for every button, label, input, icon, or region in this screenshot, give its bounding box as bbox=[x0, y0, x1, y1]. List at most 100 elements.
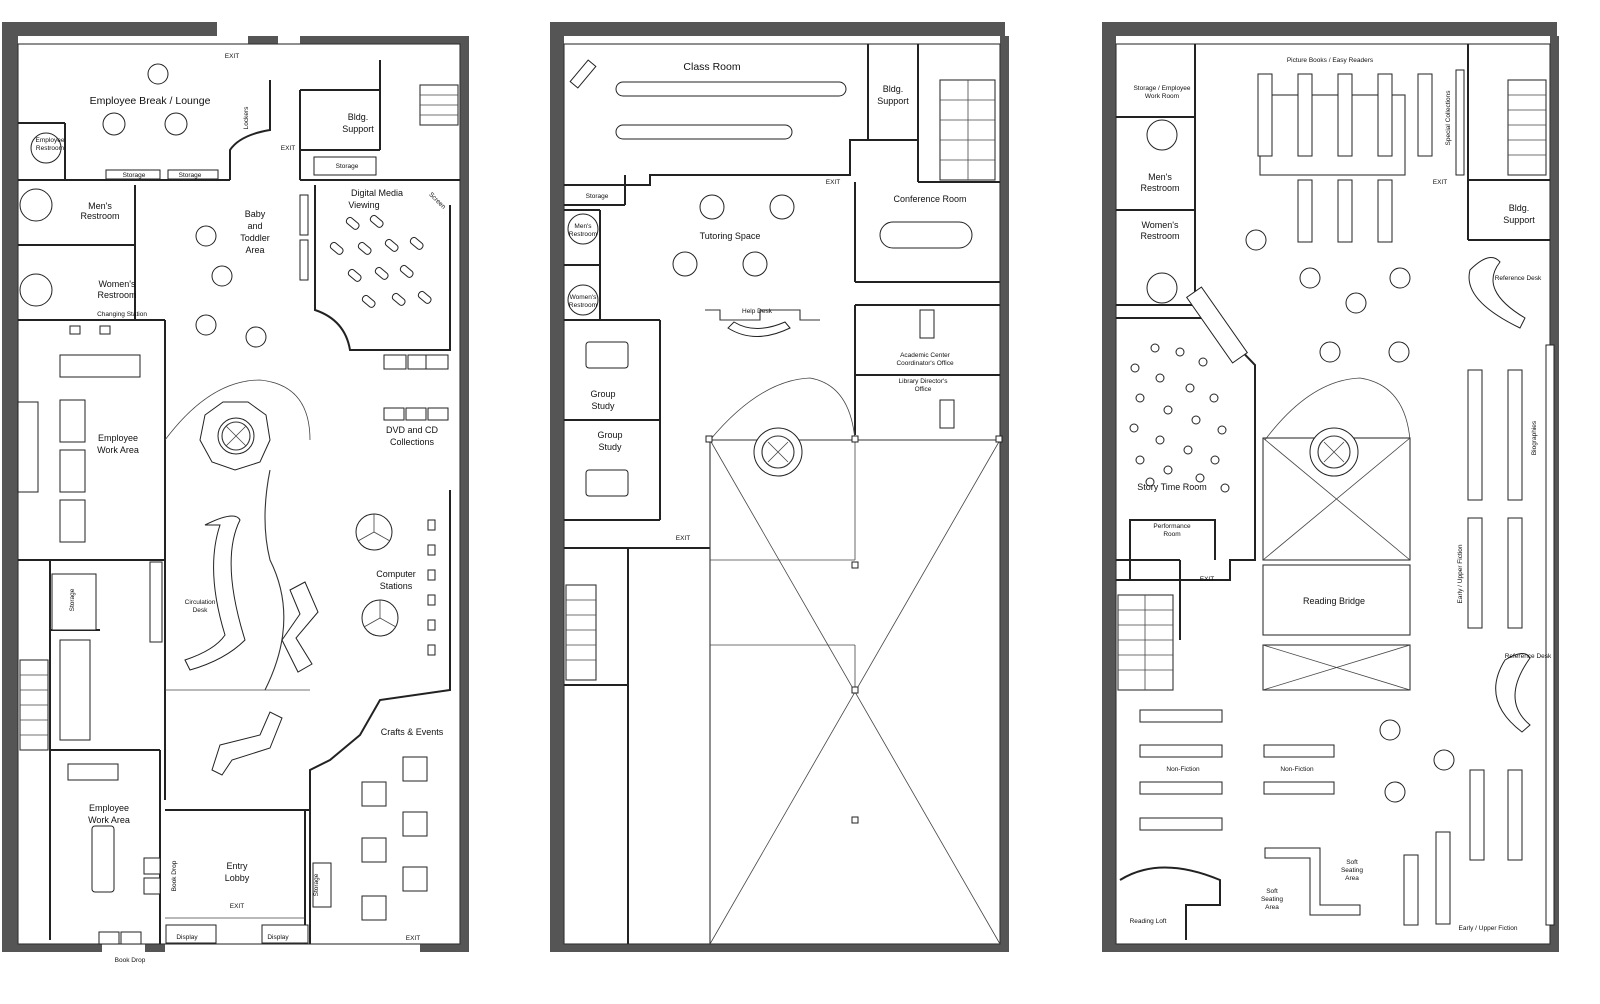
room-label-storage-employee: Work Room bbox=[1145, 93, 1179, 100]
room-label-mens-restroom: Restroom bbox=[569, 231, 597, 238]
room-label-digital-media: Digital Media bbox=[351, 188, 403, 198]
help-desk bbox=[727, 321, 791, 337]
circulation-desk bbox=[184, 515, 246, 671]
room-label-mens-restroom: Men's bbox=[1148, 172, 1172, 182]
stairs-icon bbox=[1117, 94, 1546, 691]
stairs-icon bbox=[19, 84, 459, 751]
room-label-baby-toddler: Area bbox=[245, 245, 264, 255]
room-label-early-upper-fiction: Early / Upper Fiction bbox=[1459, 925, 1518, 932]
room-label-circulation-desk: Desk bbox=[193, 607, 209, 614]
room-label-employee-work-area: Work Area bbox=[97, 445, 139, 455]
stairs-icon bbox=[565, 79, 996, 681]
room-label-employee-work-area-2: Employee bbox=[89, 803, 129, 813]
room-label-soft-seating: Area bbox=[1345, 875, 1359, 882]
elevator-core bbox=[753, 427, 803, 477]
floor-2-plan: EXIT EXIT Class Room Bldg. Support Stora… bbox=[550, 22, 1009, 952]
room-label-baby-toddler: Toddler bbox=[240, 233, 270, 243]
room-label-reading-bridge: Reading Bridge bbox=[1303, 596, 1365, 606]
room-label-library-director: Library Director's bbox=[899, 378, 949, 385]
exit-label: EXIT bbox=[406, 935, 420, 942]
room-label-bldg-support: Bldg. bbox=[883, 84, 904, 94]
elevator-core bbox=[1309, 427, 1359, 477]
fiction-shelves bbox=[1403, 344, 1555, 926]
reference-desk bbox=[1468, 257, 1526, 329]
room-label-soft-seating: Soft bbox=[1266, 888, 1278, 895]
room-label-employee-restroom: Restroom bbox=[36, 145, 64, 152]
room-label-bldg-support: Bldg. bbox=[348, 112, 369, 122]
room-label-performance-room: Room bbox=[1163, 531, 1180, 538]
room-label-group-study: Study bbox=[598, 442, 622, 452]
room-label-womens-restroom: Women's bbox=[570, 294, 598, 301]
room-label-computer-stations: Computer bbox=[376, 569, 416, 579]
room-label-class-room: Class Room bbox=[683, 61, 740, 73]
room-label-computer-stations: Stations bbox=[380, 581, 413, 591]
floor-3-labels: EXIT EXIT Picture Books / Easy Readers S… bbox=[1130, 57, 1552, 932]
crafts-tables bbox=[361, 756, 428, 921]
room-label-conference-room: Conference Room bbox=[893, 194, 966, 204]
room-label-employee-break: Employee Break / Lounge bbox=[90, 95, 211, 107]
room-label-group-study: Group bbox=[590, 389, 615, 399]
room-label-biographies: Biographies bbox=[1531, 420, 1538, 455]
room-label-tutoring-space: Tutoring Space bbox=[700, 231, 761, 241]
floor-1-labels: EXIT EXIT EXIT EXIT Employee Break / Lou… bbox=[36, 53, 448, 964]
room-label-picture-books: Picture Books / Easy Readers bbox=[1287, 57, 1374, 64]
room-label-storage: Storage bbox=[336, 163, 359, 170]
room-label-screen: Screen bbox=[427, 191, 447, 211]
room-label-storage: Storage bbox=[123, 172, 146, 179]
floor-1-plan: EXIT EXIT EXIT EXIT Employee Break / Lou… bbox=[2, 22, 469, 964]
room-label-non-fiction: Non-Fiction bbox=[1280, 766, 1314, 773]
room-label-employee-restroom: Employee bbox=[36, 137, 65, 144]
soft-seating bbox=[1264, 847, 1361, 916]
room-label-dvd-cd: Collections bbox=[390, 437, 435, 447]
room-label-reading-loft: Reading Loft bbox=[1130, 918, 1167, 925]
exit-label: EXIT bbox=[281, 145, 295, 152]
lounge-seating bbox=[281, 581, 319, 673]
exit-label: EXIT bbox=[826, 179, 840, 186]
room-label-changing-station: Changing Station bbox=[97, 311, 147, 318]
room-label-soft-seating: Seating bbox=[1341, 867, 1363, 874]
room-label-reference-desk: Reference Desk bbox=[1495, 275, 1542, 282]
exit-label: EXIT bbox=[676, 535, 690, 542]
classroom-desks bbox=[569, 59, 847, 140]
room-label-bldg-support: Support bbox=[877, 96, 909, 106]
room-label-womens-restroom: Restroom bbox=[97, 290, 136, 300]
room-label-baby-toddler: Baby bbox=[245, 209, 266, 219]
exit-label: EXIT bbox=[230, 903, 244, 910]
room-label-storage: Storage bbox=[313, 873, 320, 896]
exit-label: EXIT bbox=[1200, 576, 1214, 583]
room-label-bldg-support: Bldg. bbox=[1509, 203, 1530, 213]
room-label-storage: Storage bbox=[179, 172, 202, 179]
tutoring-tables bbox=[672, 194, 795, 277]
room-label-performance-room: Performance bbox=[1153, 523, 1191, 530]
room-label-mens-restroom: Restroom bbox=[1140, 183, 1179, 193]
group-study-table bbox=[585, 341, 629, 369]
room-label-storage: Storage bbox=[586, 193, 609, 200]
room-label-book-drop: Book Drop bbox=[171, 860, 178, 891]
room-label-storage: Storage bbox=[69, 588, 76, 611]
reference-desk bbox=[1495, 653, 1531, 733]
employee-workstations bbox=[17, 325, 161, 945]
room-label-library-director: Office bbox=[915, 386, 932, 393]
room-label-entry-lobby: Lobby bbox=[225, 873, 250, 883]
floor-3-tables bbox=[1146, 119, 1455, 803]
room-label-soft-seating: Area bbox=[1265, 904, 1279, 911]
room-label-womens-restroom: Women's bbox=[98, 279, 136, 289]
toddler-area-tables bbox=[195, 225, 267, 348]
room-label-group-study: Group bbox=[597, 430, 622, 440]
room-label-circulation-desk: Circulation bbox=[185, 599, 216, 606]
room-label-womens-restroom: Restroom bbox=[1140, 231, 1179, 241]
room-label-storage-employee: Storage / Employee bbox=[1133, 85, 1190, 92]
non-fiction-shelves bbox=[1139, 709, 1335, 831]
room-label-mens-restroom: Men's bbox=[88, 201, 112, 211]
room-label-help-desk: Help Desk bbox=[742, 308, 773, 315]
room-label-dvd-cd: DVD and CD bbox=[386, 425, 439, 435]
room-label-womens-restroom: Women's bbox=[1141, 220, 1179, 230]
room-label-special-collections: Special Collections bbox=[1445, 90, 1452, 146]
room-label-group-study: Study bbox=[591, 401, 615, 411]
room-label-story-time: Story Time Room bbox=[1137, 482, 1207, 492]
room-label-baby-toddler: and bbox=[247, 221, 262, 231]
room-label-entry-lobby: Entry bbox=[226, 861, 248, 871]
room-label-display: Display bbox=[267, 934, 289, 941]
room-label-display: Display bbox=[176, 934, 198, 941]
